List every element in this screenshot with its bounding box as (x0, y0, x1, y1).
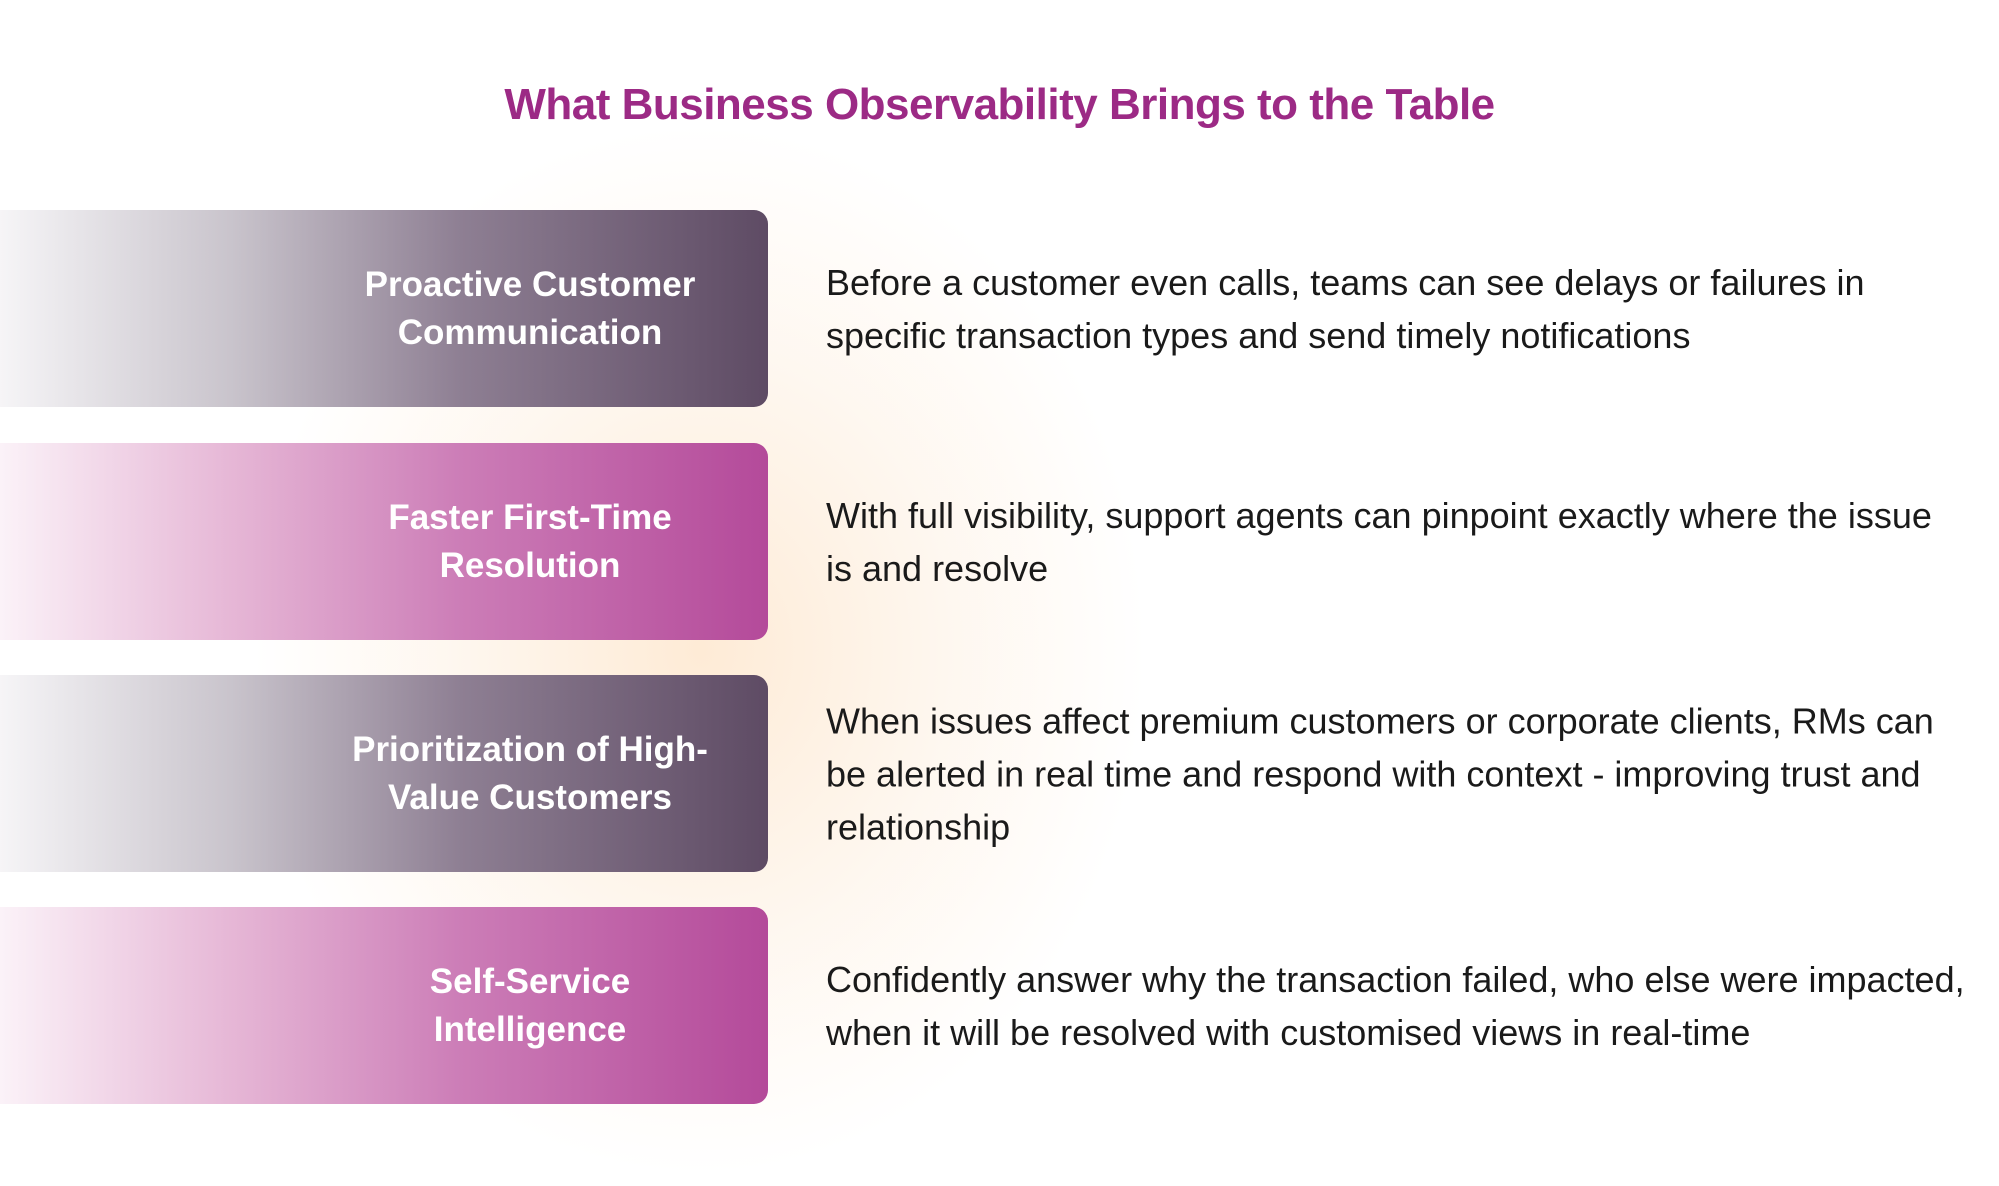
benefit-row: Proactive Customer Communication Before … (0, 210, 1999, 407)
benefit-label: Self-Service Intelligence (429, 961, 631, 1049)
benefit-label-box: Proactive Customer Communication (0, 210, 768, 407)
benefit-label: Faster First-Time Resolution (388, 497, 672, 585)
benefit-row: Self-Service Intelligence Confidently an… (0, 907, 1999, 1104)
benefit-row: Faster First-Time Resolution With full v… (0, 443, 1999, 640)
benefit-label-box: Self-Service Intelligence (0, 907, 768, 1104)
benefit-label: Prioritization of High-Value Customers (352, 729, 708, 817)
benefit-label-box: Faster First-Time Resolution (0, 443, 768, 640)
page-title: What Business Observability Brings to th… (504, 80, 1495, 129)
benefit-label-box: Prioritization of High-Value Customers (0, 675, 768, 872)
benefit-label: Proactive Customer Communication (364, 264, 696, 352)
benefit-description: Confidently answer why the transaction f… (826, 958, 1965, 1053)
benefit-row: Prioritization of High-Value Customers W… (0, 675, 1999, 872)
benefit-description: When issues affect premium customers or … (826, 700, 1934, 847)
benefit-description: Before a customer even calls, teams can … (826, 261, 1865, 356)
benefit-description: With full visibility, support agents can… (826, 494, 1932, 589)
